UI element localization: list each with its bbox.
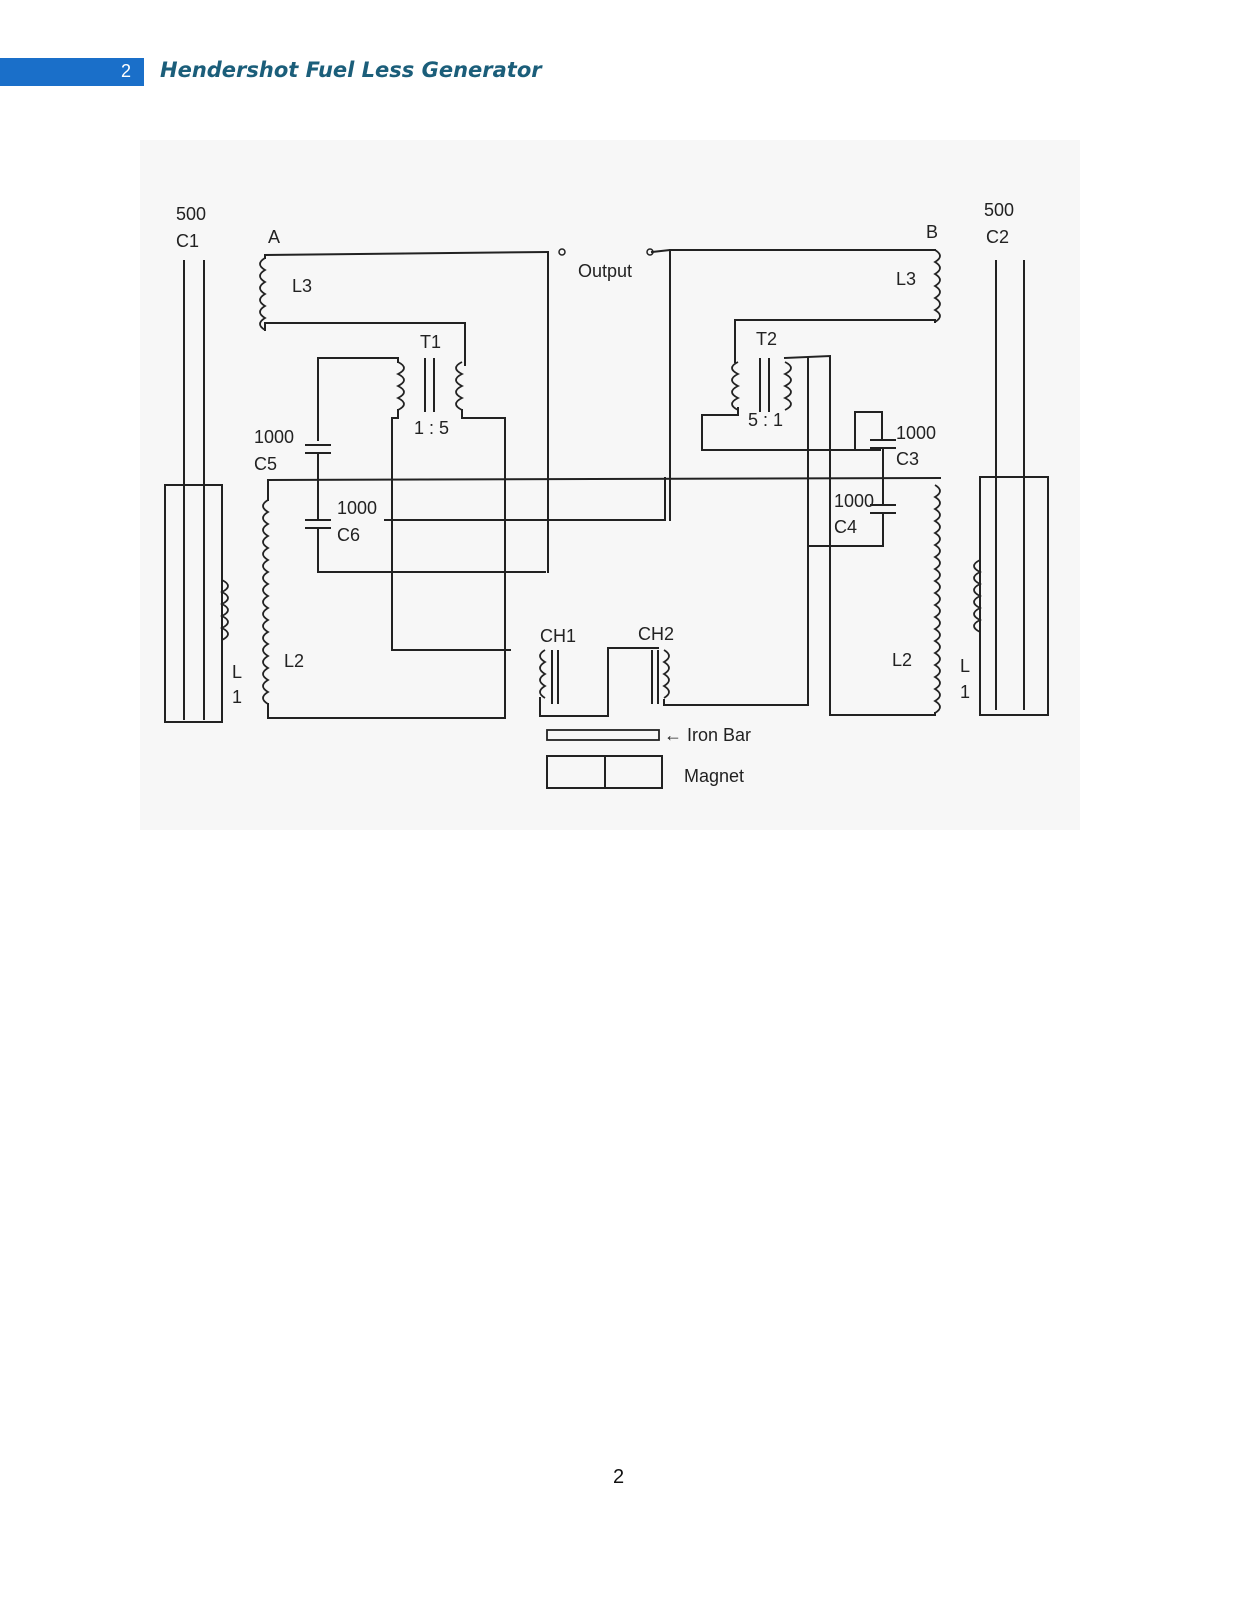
capacitor-c1-plates <box>183 260 205 720</box>
label-c2: C2 <box>986 227 1009 247</box>
output-terminal-left <box>558 248 566 256</box>
wire-l3-to-t1 <box>264 322 466 366</box>
label-l3-right: L3 <box>896 269 916 289</box>
label-c6: C6 <box>337 525 360 545</box>
label-c1: C1 <box>176 231 199 251</box>
capacitor-c2-plates <box>995 260 1025 710</box>
wire-t1-to-c5 <box>317 357 399 441</box>
label-c1-value: 500 <box>176 204 206 224</box>
label-c3: C3 <box>896 449 919 469</box>
label-l2-right: L2 <box>892 650 912 670</box>
label-iron-bar: ← Iron Bar <box>664 725 751 745</box>
circuit-diagram: 500 C1 500 C2 A B Output L3 L3 T1 1 : 5 … <box>140 140 1080 830</box>
wire-t1-primary-down <box>391 409 511 651</box>
label-c2-value: 500 <box>984 200 1014 220</box>
label-output: Output <box>578 261 632 281</box>
wire-a-to-output <box>264 250 550 259</box>
wire-c4-bottom <box>807 512 884 547</box>
label-c5-value: 1000 <box>254 427 294 447</box>
label-t2-ratio: 5 : 1 <box>748 410 783 430</box>
l3-left-coil <box>259 257 267 331</box>
wire-l2-left-bottom <box>267 703 506 719</box>
wire-c3-top <box>854 411 883 451</box>
diagram-background <box>140 140 1080 830</box>
label-t1-ratio: 1 : 5 <box>414 418 449 438</box>
footer-page-number: 2 <box>612 1466 625 1488</box>
wire-ch1-to-ch2 <box>539 647 659 717</box>
label-l2-left: L2 <box>284 651 304 671</box>
wire-second-bus <box>384 477 666 521</box>
label-l1-right-1: 1 <box>960 682 970 702</box>
wire-t2-primary-loop <box>701 407 881 451</box>
wire-ch2-to-t2 <box>663 357 809 706</box>
t1-primary-coil <box>395 361 405 411</box>
header-band <box>0 58 144 86</box>
output-terminal-right <box>646 248 654 256</box>
iron-bar <box>546 729 660 741</box>
label-l1-left-l: L <box>232 662 242 682</box>
l3-right-coil <box>933 249 941 323</box>
l2-right-coil <box>933 484 941 714</box>
l2-left-coil <box>262 499 270 705</box>
label-l1-right-l: L <box>960 656 970 676</box>
wire-l3-right-to-t2 <box>734 319 936 363</box>
label-magnet: Magnet <box>684 766 744 786</box>
l1-right-frame <box>979 476 1049 716</box>
wire-t1-secondary-down <box>461 409 506 719</box>
label-ch2: CH2 <box>638 624 674 644</box>
label-b: B <box>926 222 938 242</box>
label-c4-value: 1000 <box>834 491 874 511</box>
l1-right-coil <box>973 559 983 633</box>
label-l1-left-1: 1 <box>232 687 242 707</box>
t2-secondary-coil <box>782 361 792 411</box>
l1-left-coil <box>219 579 229 641</box>
ch2-coil <box>662 649 670 699</box>
wire-main-bus <box>266 476 942 482</box>
label-t1: T1 <box>420 332 441 352</box>
wire-t2-secondary-down <box>783 354 831 716</box>
wire-l2-right-bottom <box>829 712 936 716</box>
label-c6-value: 1000 <box>337 498 377 518</box>
ch1-coil <box>539 649 547 699</box>
l1-left-frame <box>164 484 223 723</box>
header-page-number: 2 <box>120 61 131 81</box>
t1-secondary-coil <box>455 361 465 411</box>
label-ch1: CH1 <box>540 626 576 646</box>
label-a: A <box>268 227 280 247</box>
label-c5: C5 <box>254 454 277 474</box>
label-c3-value: 1000 <box>896 423 936 443</box>
wire-c6-to-output <box>317 527 546 573</box>
label-t2: T2 <box>756 329 777 349</box>
t2-primary-coil <box>731 361 741 411</box>
label-l3-left: L3 <box>292 276 312 296</box>
header-title: Hendershot Fuel Less Generator <box>160 58 542 82</box>
label-c4: C4 <box>834 517 857 537</box>
